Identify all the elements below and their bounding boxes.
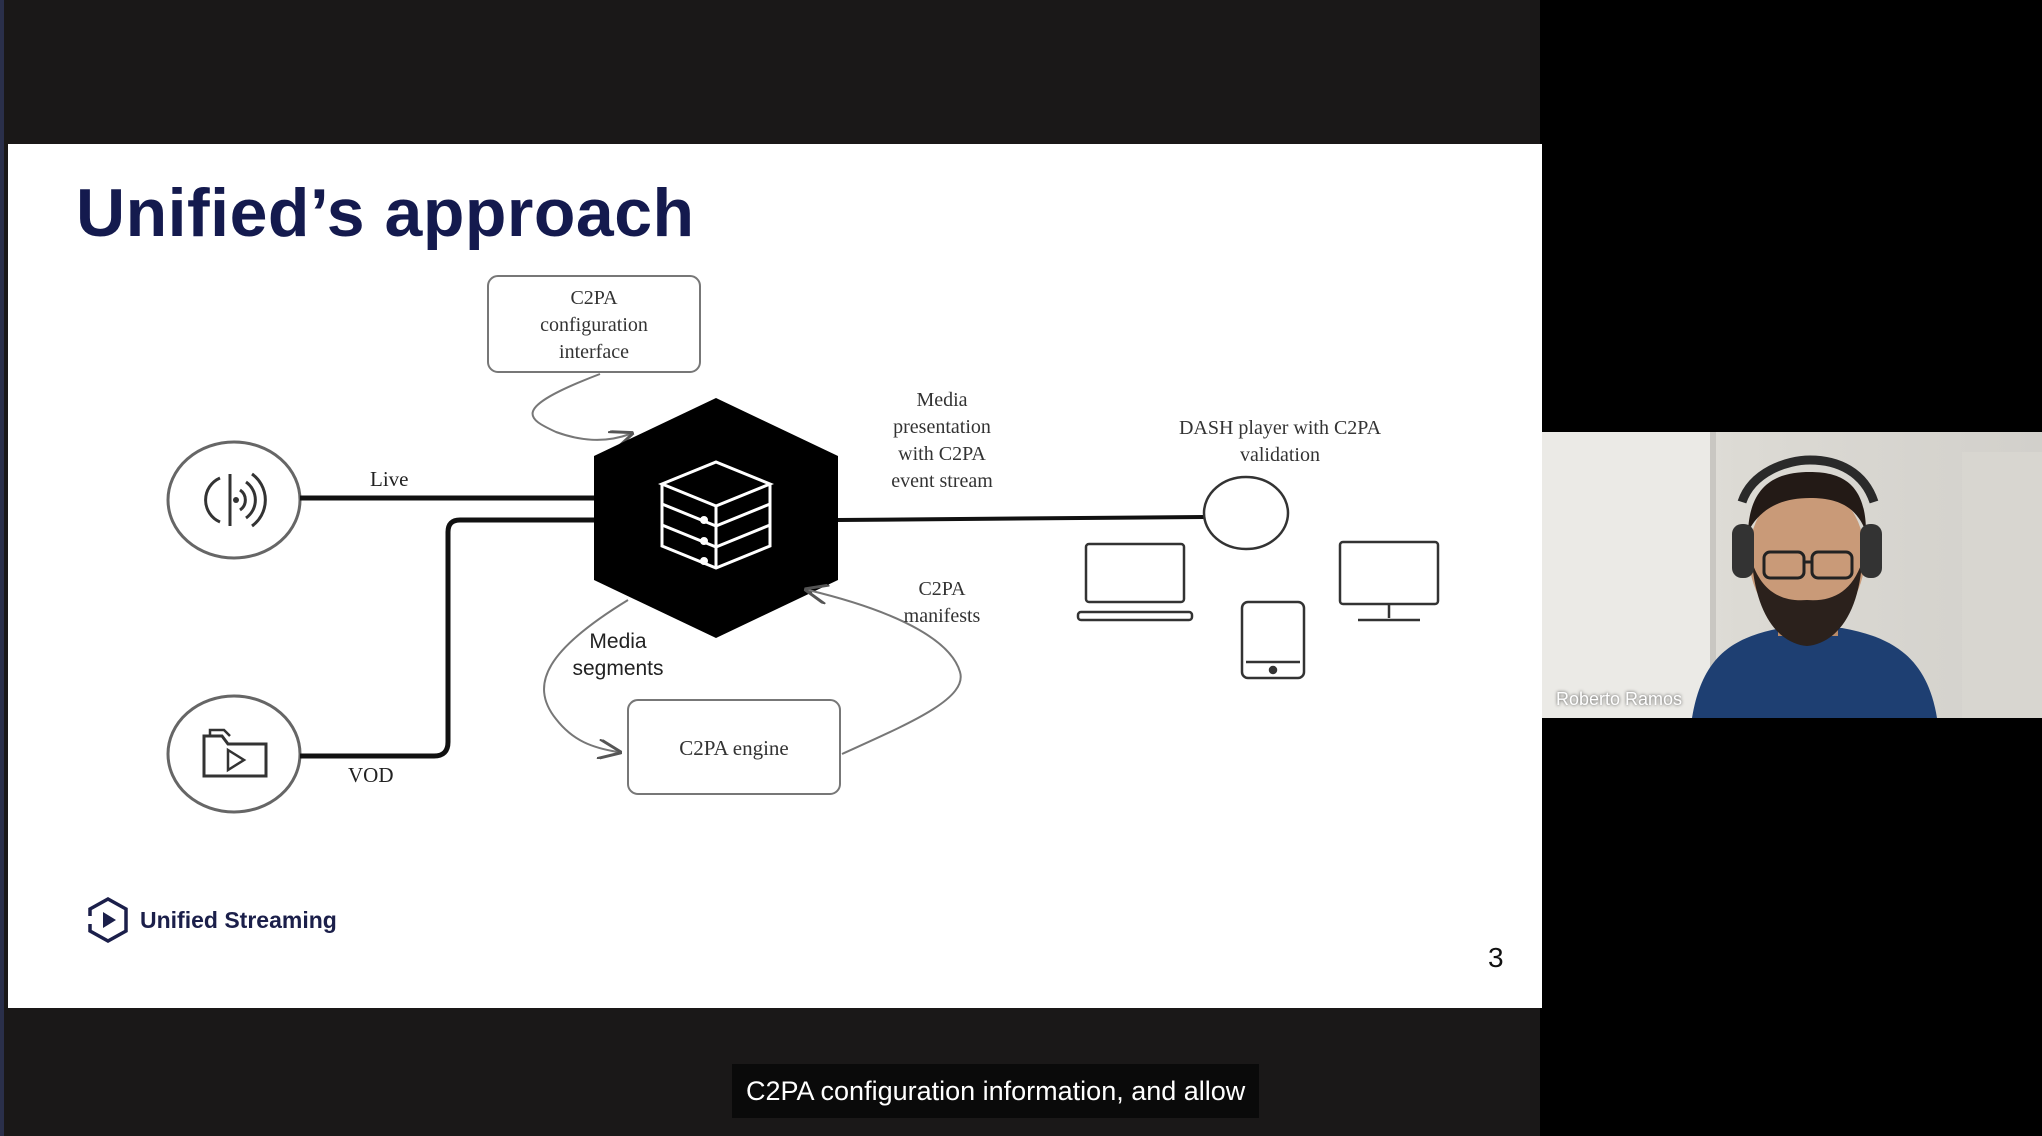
media-presentation-line-1: Media	[916, 389, 967, 411]
config-box-line-2: configuration	[540, 314, 648, 336]
slide: Unified’s approach C2PA configuration in…	[8, 144, 1542, 1008]
dash-player-line-1: DASH player with C2PA	[1179, 417, 1382, 439]
tablet-icon	[1240, 600, 1306, 680]
vod-label: VOD	[348, 763, 394, 787]
logo-text: Unified Streaming	[140, 906, 337, 933]
c2pa-manifests-line-1: C2PA	[918, 578, 966, 600]
media-presentation-line-4: event stream	[891, 470, 993, 492]
config-to-origin-arrow	[531, 373, 630, 440]
participant-name: Roberto Ramos	[1556, 689, 1683, 709]
c2pa-manifests-arrow	[808, 590, 962, 755]
output-stream-line	[837, 515, 1205, 522]
media-presentation-line-3: with C2PA	[898, 443, 986, 465]
slide-title: Unified’s approach	[76, 175, 695, 251]
media-presentation-line-2: presentation	[893, 416, 991, 438]
c2pa-manifests-line-2: manifests	[904, 605, 981, 627]
architecture-diagram: C2PA configuration interface Live	[166, 275, 1440, 814]
live-label: Live	[370, 467, 408, 491]
engine-box-label: C2PA engine	[679, 736, 789, 760]
config-box-line-1: C2PA	[570, 287, 618, 309]
laptop-icon	[1076, 542, 1194, 622]
live-caption: C2PA configuration information, and allo…	[732, 1064, 1260, 1118]
media-segments-line-2: segments	[572, 657, 663, 680]
c2pa-engine-box: C2PA engine	[627, 699, 841, 795]
desktop-monitor-icon	[1338, 540, 1440, 622]
origin-server-hexagon	[594, 398, 838, 638]
unified-streaming-logo: Unified Streaming	[86, 896, 337, 944]
vod-source-icon	[166, 694, 302, 814]
participant-video-tile[interactable]: Roberto Ramos	[1542, 432, 2042, 718]
config-interface-box: C2PA configuration interface	[487, 275, 701, 373]
slide-number: 3	[1488, 942, 1504, 973]
unified-logo-icon	[86, 896, 128, 944]
media-segments-line-1: Media	[589, 630, 647, 653]
participant-video-feed	[1542, 432, 2042, 718]
vod-connection-line	[300, 517, 598, 759]
dash-player-node	[1202, 475, 1290, 551]
server-stack-icon	[658, 460, 774, 570]
presentation-stage: Unified’s approach C2PA configuration in…	[0, 0, 1542, 1136]
media-segments-arrow	[543, 599, 629, 752]
config-box-line-3: interface	[559, 341, 629, 363]
live-source-icon	[166, 440, 302, 560]
dash-player-line-2: validation	[1240, 444, 1320, 466]
